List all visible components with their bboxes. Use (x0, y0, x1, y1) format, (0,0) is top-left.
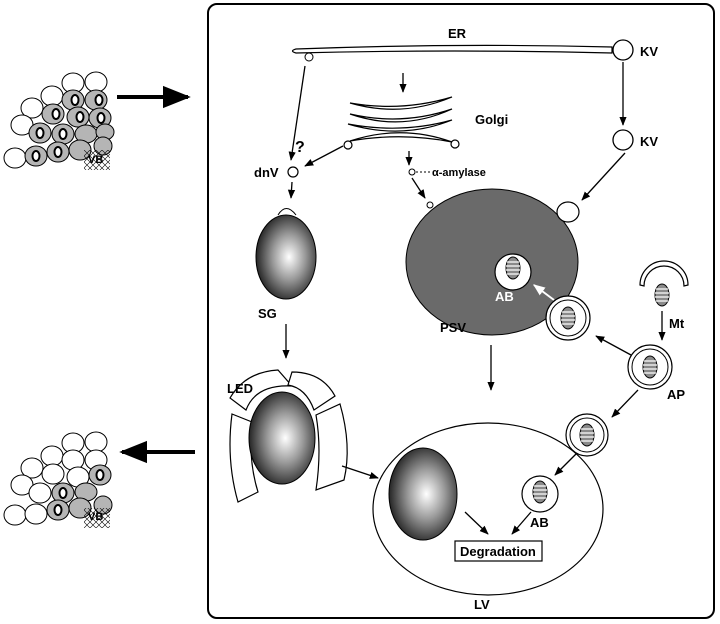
er-label: ER (448, 26, 467, 41)
autophagic-body-in-psv (494, 253, 532, 291)
dnv-label: dnV (254, 165, 279, 180)
tissue-thumbnail-top: VB (3, 71, 115, 170)
autophagosome-entering-lv (565, 413, 609, 457)
ap-label: AP (667, 387, 685, 402)
tissue-thumbnail-bottom: VB (3, 431, 113, 528)
lv-label: LV (474, 597, 490, 612)
kv-vesicle-top (612, 39, 634, 61)
pathway-arrows (282, 62, 666, 535)
storage-granule (255, 214, 317, 300)
mitochondrion-icon (532, 480, 548, 504)
golgi-label: Golgi (475, 112, 508, 127)
mitochondrion-icon (654, 283, 670, 307)
ab-label-psv: AB (495, 289, 514, 304)
arrow-autophagosome-into-psv (533, 284, 555, 301)
sg-label: SG (258, 306, 277, 321)
led-label: LED (227, 381, 253, 396)
vacuolar-body-hatch-bottom (84, 508, 110, 528)
cell-nuclei-bottom (53, 469, 105, 516)
isolation-membrane (639, 260, 689, 287)
led-storage-granule (248, 391, 316, 485)
vb-label-bottom: VB (88, 511, 103, 523)
question-mark: ? (295, 139, 305, 156)
mt-label: Mt (669, 316, 685, 331)
granule-in-lv (388, 447, 458, 541)
vacuolar-body-hatch-top (84, 150, 110, 170)
autophagosome (627, 344, 673, 390)
led-compartment (229, 369, 348, 503)
cell-nuclei-top (31, 94, 106, 162)
psv-bud-left (426, 201, 434, 209)
vb-label-top: VB (88, 154, 103, 166)
kv-label-top: KV (640, 44, 658, 59)
sg-membrane-bud (277, 208, 297, 216)
protein-storage-vacuole (405, 188, 579, 336)
kv-label-middle: KV (640, 134, 658, 149)
dnv-vesicle (287, 166, 299, 178)
kv-fusing-with-psv (556, 201, 580, 223)
mitochondrion-icon (560, 306, 576, 330)
alpha-amylase-vesicle (408, 168, 416, 176)
kv-vesicle-middle (612, 129, 634, 151)
mitochondrion-icon (579, 423, 595, 447)
autophagic-body-in-lv (521, 475, 559, 513)
degradation-box (454, 540, 543, 562)
alpha-amylase-label: α-amylase (432, 167, 486, 179)
ab-label-lv: AB (530, 515, 549, 530)
mitochondrion-icon (505, 256, 521, 280)
mitochondrion-icon (642, 355, 658, 379)
degradation-label: Degradation (460, 544, 536, 559)
autophagosome-entering-psv (545, 295, 591, 341)
aleurone-cells-bottom (3, 431, 113, 526)
psv-label: PSV (440, 320, 466, 335)
endoplasmic-reticulum (291, 44, 613, 62)
golgi-apparatus (343, 96, 460, 150)
